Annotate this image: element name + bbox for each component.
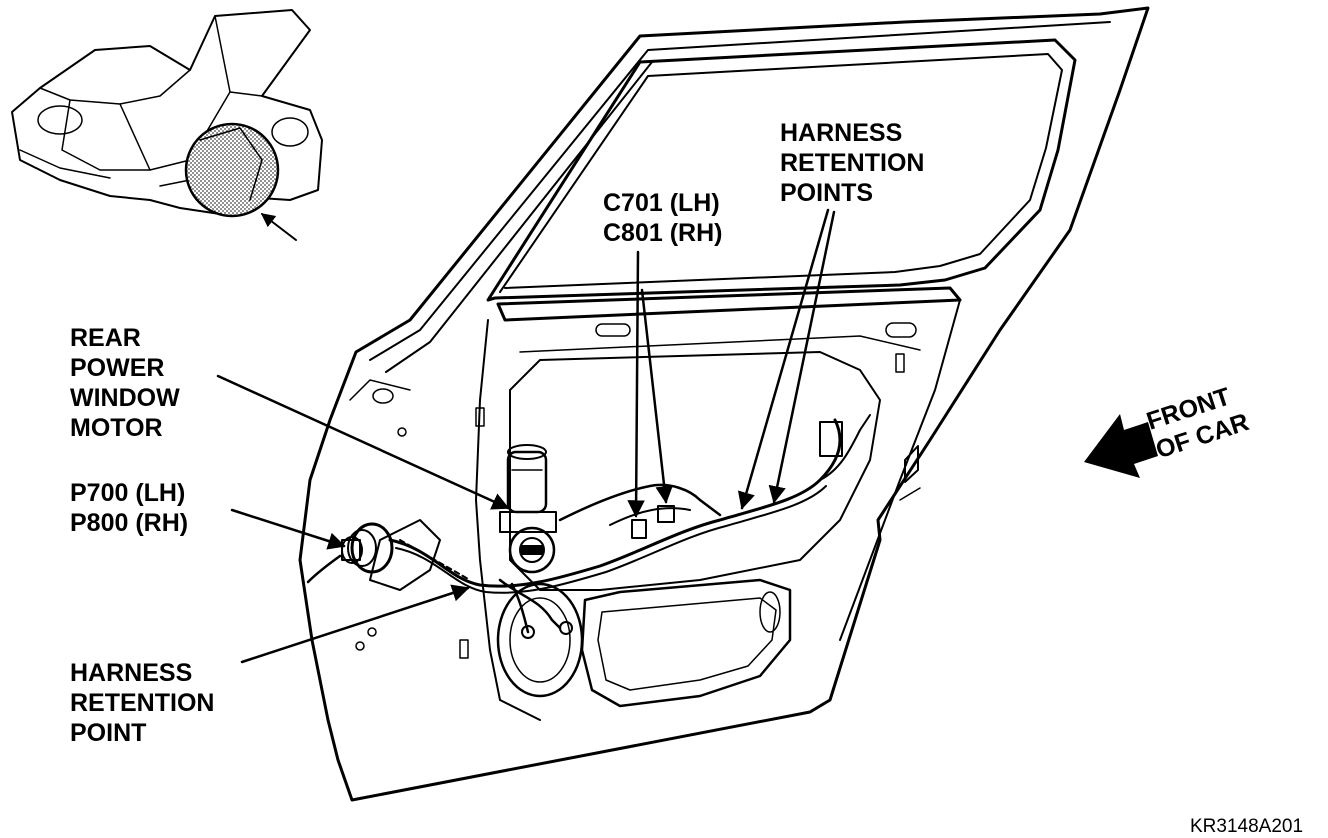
label-front-of-car: FRONT OF CAR bbox=[1143, 379, 1252, 464]
vehicle-locator-inset bbox=[11, 9, 323, 241]
figure-id: KR3148A201 bbox=[1190, 816, 1303, 837]
arrow-window-motor bbox=[216, 374, 510, 510]
label-harness-retention-points: HARNESS RETENTION POINTS bbox=[780, 119, 931, 207]
arrow-retention-point-1 bbox=[737, 208, 830, 510]
arrow-c701 bbox=[627, 250, 645, 518]
label-harness-retention-point: HARNESS RETENTION POINT bbox=[70, 659, 221, 747]
wiring-harness bbox=[306, 414, 871, 634]
label-c-connector: C701 (LH) C801 (RH) bbox=[603, 189, 727, 247]
label-rear-power-window-motor: REAR POWER WINDOW MOTOR bbox=[70, 324, 187, 442]
arrow-p-connector bbox=[230, 508, 346, 550]
arrow-harness-retention-point bbox=[240, 584, 470, 664]
rear-door-shell bbox=[298, 6, 1150, 802]
arrow-c801 bbox=[640, 288, 673, 504]
label-p-connector: P700 (LH) P800 (RH) bbox=[70, 479, 192, 537]
window-motor bbox=[499, 444, 557, 574]
front-of-car-arrow bbox=[1084, 414, 1158, 478]
leader-arrows bbox=[216, 208, 836, 664]
arrow-retention-point-2 bbox=[768, 210, 836, 504]
